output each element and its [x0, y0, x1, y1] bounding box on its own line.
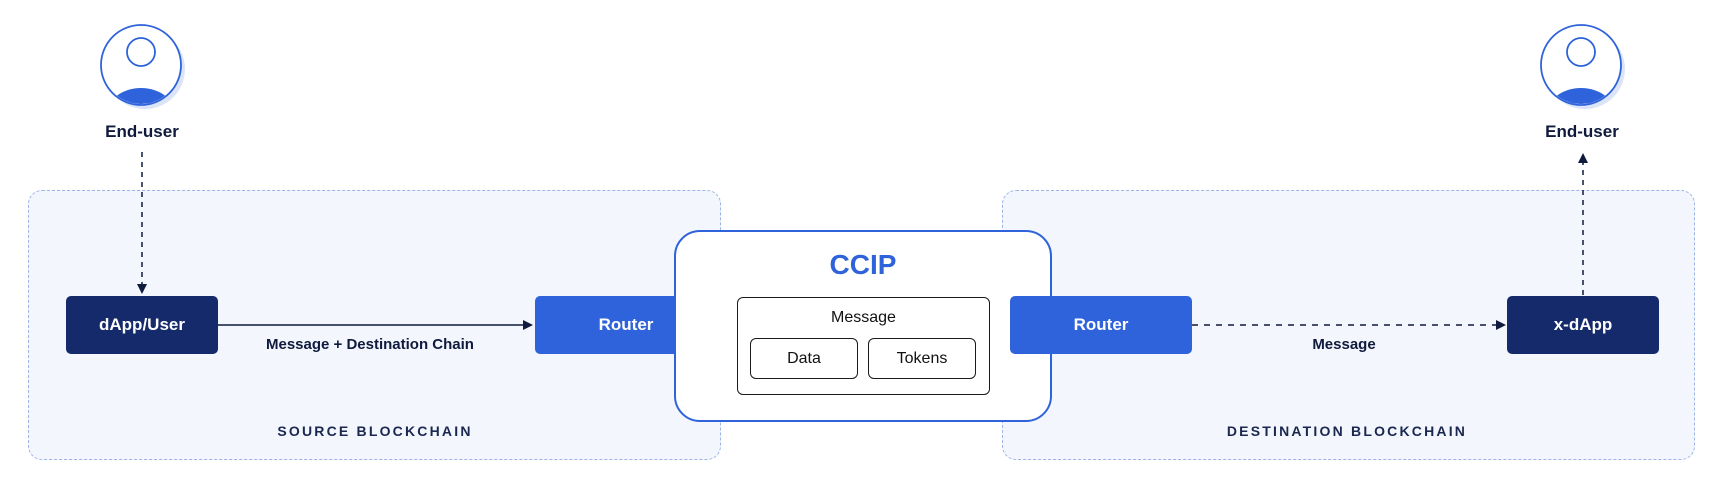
destination-router-node: Router — [1010, 296, 1192, 354]
user-avatar-icon — [100, 24, 185, 109]
tokens-node: Tokens — [868, 338, 976, 379]
destination-blockchain-label: DESTINATION BLOCKCHAIN — [1226, 423, 1468, 439]
message-destination-chain-label: Message + Destination Chain — [266, 336, 474, 353]
message-label: Message — [831, 309, 896, 326]
dapp-user-node: dApp/User — [66, 296, 218, 354]
x-dapp-node: x-dApp — [1507, 296, 1659, 354]
message-edge-label: Message — [1312, 336, 1376, 353]
source-blockchain-label: SOURCE BLOCKCHAIN — [277, 423, 473, 439]
source-end-user-label: End-user — [105, 122, 179, 141]
ccip-title: CCIP — [829, 249, 897, 280]
destination-end-user-label: End-user — [1545, 122, 1619, 141]
data-node: Data — [750, 338, 858, 379]
user-avatar-icon — [1540, 24, 1625, 109]
